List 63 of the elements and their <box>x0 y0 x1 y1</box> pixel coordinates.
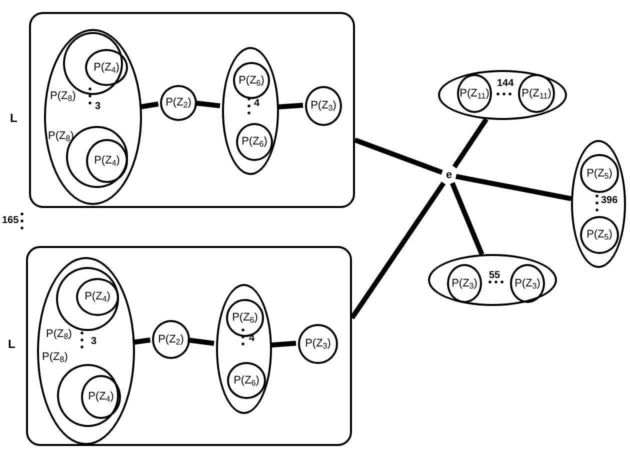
node-label: P(Z$_{4}$) <box>88 390 114 404</box>
ellipse-outline <box>438 70 567 120</box>
hub-label: e <box>442 167 456 183</box>
circle-node <box>236 123 273 161</box>
node-label: P(Z$_{4}$) <box>84 290 110 304</box>
circle-node <box>227 362 266 399</box>
node-label: P(Z$_{4}$) <box>94 61 120 74</box>
node-label: P(Z$_{6}$) <box>232 312 258 324</box>
node-label: P(Z$_{8}$) <box>42 351 68 364</box>
connector-line <box>350 182 446 320</box>
circle-node <box>305 86 342 126</box>
connector-line <box>194 100 220 108</box>
node-label: P(Z$_{11}$) <box>460 87 490 100</box>
node-label: P(Z$_{2}$) <box>158 333 184 346</box>
node-label: P(Z$_{6}$) <box>242 136 268 148</box>
node-label: P(Z$_{5}$) <box>586 228 612 242</box>
ellipse-outline <box>428 254 557 306</box>
node-label: L <box>10 112 18 125</box>
count-label: 4 <box>254 98 260 109</box>
node-label: P(Z$_{3}$) <box>310 100 336 112</box>
ellipse-outline <box>571 140 626 268</box>
node-label: P(Z$_{6}$) <box>234 374 260 387</box>
count-label: 396 <box>601 195 618 206</box>
count-label: 55 <box>489 270 500 281</box>
node-label: P(Z$_{3}$) <box>514 277 540 290</box>
circle-node <box>580 216 619 254</box>
ellipse-outline <box>216 284 272 414</box>
ellipse-outline <box>37 257 135 445</box>
node-label: P(Z$_{8}$) <box>50 90 76 103</box>
node-label: P(Z$_{4}$) <box>94 154 120 168</box>
node-label: P(Z$_{8}$) <box>46 328 72 341</box>
node-label: P(Z$_{11}$) <box>522 87 552 100</box>
ellipse-outline <box>222 47 279 175</box>
circle-node <box>152 320 190 359</box>
circle-node <box>580 154 619 193</box>
count-label: 3 <box>95 101 101 112</box>
circle-node <box>76 278 119 316</box>
node-label: P(Z$_{3}$) <box>305 338 331 350</box>
circle-node <box>85 49 128 86</box>
circle-node <box>81 375 121 419</box>
node-label: P(Z$_{3}$) <box>452 277 478 290</box>
count-label: 144 <box>497 78 514 89</box>
node-label: P(Z$_{5}$) <box>586 167 612 180</box>
circle-node <box>457 74 492 113</box>
count-label: 3 <box>91 336 97 347</box>
circle-node <box>518 74 555 113</box>
connector-line <box>450 182 484 256</box>
node-label: P(Z$_{2}$) <box>166 96 192 110</box>
connector-line <box>456 174 572 202</box>
node-label: L <box>8 338 16 351</box>
connector-line <box>354 138 443 175</box>
circle-node <box>160 85 197 121</box>
connector-line <box>132 338 151 345</box>
circle-node <box>233 62 270 99</box>
circle-node <box>447 264 482 303</box>
circle-node <box>86 139 128 183</box>
count-label: 165 <box>2 215 19 226</box>
circle-node <box>298 324 338 364</box>
connector-line <box>139 102 159 110</box>
circle-node <box>510 264 545 303</box>
node-label: P(Z$_{6}$) <box>238 74 264 87</box>
ellipse-outline <box>44 29 142 205</box>
connector-line <box>452 118 488 168</box>
